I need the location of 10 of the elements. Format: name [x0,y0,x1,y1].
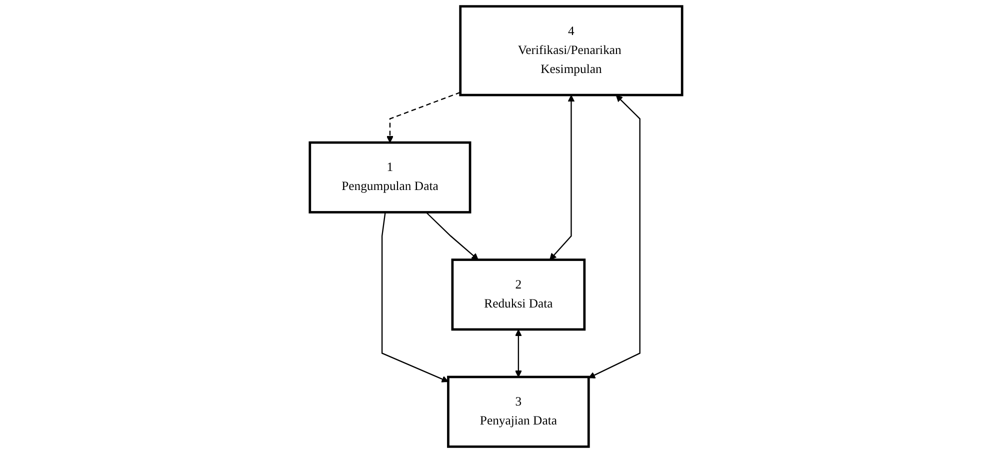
arrow [550,95,575,260]
node-box: 3 Penyajian Data [447,376,590,448]
arrow [588,94,640,378]
arrow [426,212,478,260]
node-box: 2 Reduksi Data [451,258,586,331]
arrow [381,212,449,382]
arrow [514,329,522,378]
node-box: 4 Verifikasi/Penarikan Kesimpulan [459,5,684,96]
arrow [386,92,461,143]
node-box: 1 Pengumpulan Data [308,141,472,214]
